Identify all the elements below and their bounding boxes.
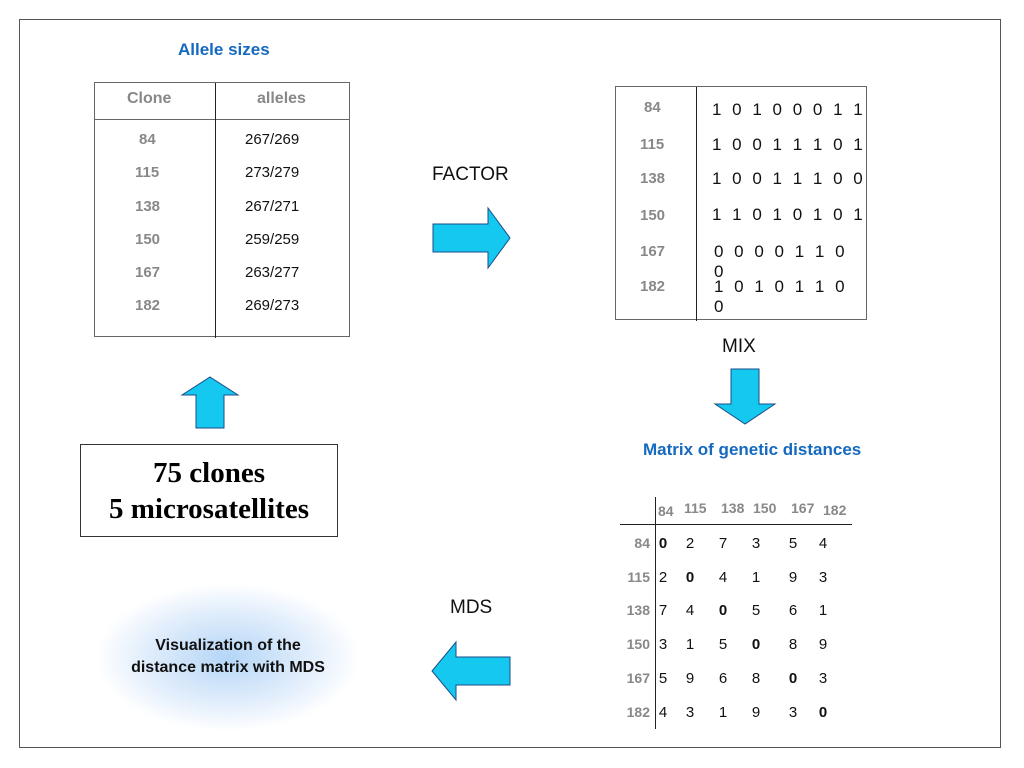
matrix-cell: 9 bbox=[818, 636, 828, 653]
matrix-cell: 2 bbox=[658, 569, 668, 586]
matrix-cell: 3 bbox=[658, 636, 668, 653]
allele-table-divider bbox=[215, 83, 216, 338]
matrix-row-header: 150 bbox=[626, 636, 650, 652]
down-arrow-icon bbox=[713, 368, 777, 425]
matrix-col-header: 84 bbox=[658, 503, 674, 519]
matrix-row-header: 167 bbox=[626, 670, 650, 686]
matrix-col-header: 167 bbox=[791, 500, 815, 516]
matrix-col-header: 150 bbox=[753, 500, 777, 516]
left-arrow-icon bbox=[431, 640, 511, 702]
matrix-cell: 7 bbox=[658, 602, 668, 619]
binary-row-clone: 150 bbox=[640, 207, 666, 224]
allele-row-value: 259/259 bbox=[245, 231, 300, 248]
allele-row-clone: 84 bbox=[139, 131, 156, 148]
matrix-cell: 5 bbox=[788, 535, 798, 552]
binary-row-code: 1 0 0 1 1 1 0 0 bbox=[712, 169, 866, 188]
matrix-cell: 6 bbox=[718, 670, 728, 687]
allele-row-value: 267/269 bbox=[245, 131, 300, 148]
visualization-caption: Visualization of the distance matrix wit… bbox=[98, 635, 358, 679]
allele-row-value: 273/279 bbox=[245, 164, 300, 181]
matrix-cell: 9 bbox=[788, 569, 798, 586]
header-alleles: alleles bbox=[257, 90, 306, 107]
matrix-cell: 9 bbox=[685, 670, 695, 687]
diagram-frame bbox=[19, 19, 1001, 748]
binary-row-code: 1 0 1 0 1 1 0 0 bbox=[714, 277, 848, 316]
matrix-horizontal-line bbox=[620, 524, 852, 525]
matrix-cell: 0 bbox=[658, 535, 668, 552]
binary-table-divider bbox=[696, 87, 697, 321]
matrix-col-header: 182 bbox=[823, 502, 847, 518]
microsatellites-count: 5 microsatellites bbox=[109, 493, 309, 525]
allele-table-header bbox=[95, 83, 349, 120]
binary-table: 84 1 0 1 0 0 0 1 1 115 1 0 0 1 1 1 0 1 1… bbox=[615, 86, 867, 321]
matrix-cell: 1 bbox=[685, 636, 695, 653]
allele-row-value: 263/277 bbox=[245, 264, 300, 281]
matrix-cell: 3 bbox=[818, 670, 828, 687]
matrix-cell: 8 bbox=[788, 636, 798, 653]
visualization-glow bbox=[98, 585, 358, 730]
binary-row-clone: 138 bbox=[640, 170, 666, 187]
matrix-cell: 0 bbox=[685, 569, 695, 586]
matrix-cell: 5 bbox=[751, 602, 761, 619]
factor-label: FACTOR bbox=[432, 164, 509, 185]
matrix-cell: 4 bbox=[718, 569, 728, 586]
binary-row-clone: 182 bbox=[640, 278, 666, 295]
allele-table: Clone alleles 84 267/269 115 273/279 138… bbox=[94, 82, 350, 338]
matrix-cell: 4 bbox=[658, 704, 668, 721]
allele-row-value: 269/273 bbox=[245, 297, 300, 314]
binary-row-code: 1 0 1 0 0 0 1 1 bbox=[712, 100, 866, 119]
matrix-cell: 0 bbox=[818, 704, 828, 721]
matrix-cell: 3 bbox=[751, 535, 761, 552]
matrix-cell: 2 bbox=[685, 535, 695, 552]
allele-row-clone: 182 bbox=[135, 297, 161, 314]
matrix-row-header: 138 bbox=[626, 602, 650, 618]
right-arrow-icon bbox=[432, 206, 511, 270]
binary-row-clone: 115 bbox=[640, 136, 665, 153]
header-clone: Clone bbox=[127, 90, 172, 107]
matrix-title: Matrix of genetic distances bbox=[643, 440, 862, 459]
allele-row-value: 267/271 bbox=[245, 198, 300, 215]
matrix-col-header: 138 bbox=[721, 500, 745, 516]
binary-row-code: 1 0 0 1 1 1 0 1 bbox=[712, 135, 866, 154]
matrix-cell: 4 bbox=[818, 535, 828, 552]
matrix-cell: 1 bbox=[751, 569, 761, 586]
allele-row-clone: 138 bbox=[135, 198, 161, 215]
mds-label: MDS bbox=[450, 597, 493, 618]
matrix-row-header: 182 bbox=[626, 704, 650, 720]
matrix-cell: 5 bbox=[718, 636, 728, 653]
binary-row-clone: 84 bbox=[644, 99, 661, 116]
matrix-cell: 3 bbox=[788, 704, 798, 721]
visualization-line-1: Visualization of the bbox=[155, 637, 301, 654]
matrix-cell: 7 bbox=[718, 535, 728, 552]
allele-row-clone: 167 bbox=[135, 264, 161, 281]
matrix-vertical-line bbox=[655, 497, 656, 729]
mix-label: MIX bbox=[722, 336, 756, 357]
allele-sizes-title: Allele sizes bbox=[178, 40, 270, 59]
matrix-cell: 0 bbox=[751, 636, 761, 653]
matrix-cell: 9 bbox=[751, 704, 761, 721]
matrix-cell: 3 bbox=[818, 569, 828, 586]
matrix-row-header: 115 bbox=[627, 569, 650, 585]
matrix-cell: 6 bbox=[788, 602, 798, 619]
visualization-line-2: distance matrix with MDS bbox=[131, 659, 325, 676]
binary-row-clone: 167 bbox=[640, 243, 666, 260]
binary-row-code: 0 0 0 0 1 1 0 0 bbox=[714, 242, 848, 281]
matrix-cell: 1 bbox=[718, 704, 728, 721]
allele-row-clone: 150 bbox=[135, 231, 161, 248]
matrix-row-header: 84 bbox=[634, 535, 650, 551]
allele-row-clone: 115 bbox=[135, 164, 160, 181]
matrix-cell: 8 bbox=[751, 670, 761, 687]
clones-box: 75 clones 5 microsatellites bbox=[80, 444, 338, 537]
matrix-col-header: 115 bbox=[684, 500, 707, 516]
matrix-cell: 3 bbox=[685, 704, 695, 721]
matrix-cell: 0 bbox=[718, 602, 728, 619]
up-arrow-icon bbox=[180, 376, 240, 429]
matrix-cell: 0 bbox=[788, 670, 798, 687]
matrix-cell: 4 bbox=[685, 602, 695, 619]
matrix-cell: 1 bbox=[818, 602, 828, 619]
matrix-cell: 5 bbox=[658, 670, 668, 687]
binary-row-code: 1 1 0 1 0 1 0 1 bbox=[712, 205, 866, 224]
clones-count: 75 clones bbox=[153, 457, 265, 489]
